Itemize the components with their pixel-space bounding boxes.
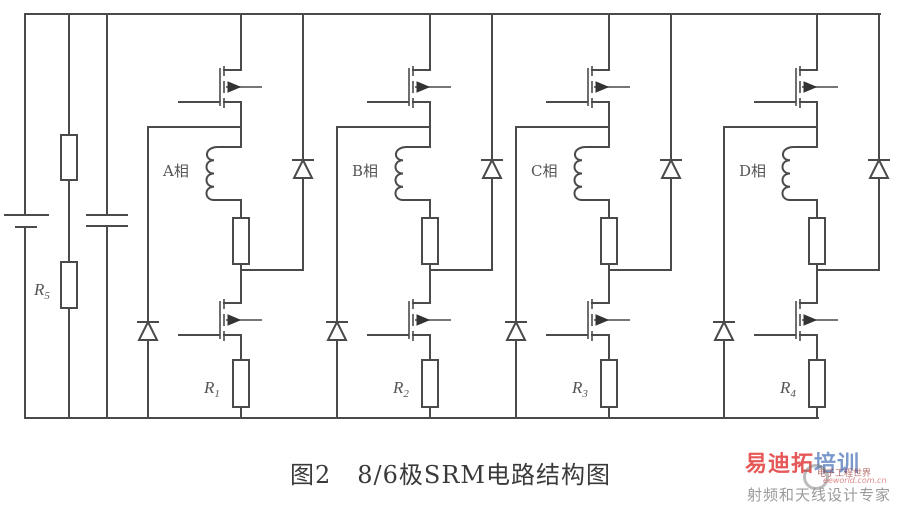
phase-winding-b <box>394 138 431 201</box>
phase-leg-c: C相 R3 <box>505 13 682 419</box>
phase-label-a: A相 <box>162 162 189 180</box>
upper-mosfet-c <box>546 66 630 108</box>
lower-freewheel-diode-c <box>505 319 527 341</box>
watermark-url: eeworld.com.cn <box>823 476 887 485</box>
watermark-logo-icon <box>803 464 829 490</box>
phase-winding-d <box>781 138 818 201</box>
upper-freewheel-diode-a <box>292 157 314 179</box>
phase-label-c: C相 <box>531 162 557 180</box>
winding-resistance-d <box>808 217 826 265</box>
battery <box>4 13 49 419</box>
mosfet-arrow-icon <box>227 314 242 326</box>
phase-winding-a <box>205 138 242 201</box>
mosfet-arrow-icon <box>227 81 242 93</box>
phase-winding-c <box>573 138 610 201</box>
figure-title: 8/6极SRM电路结构图 <box>357 461 611 489</box>
phase-label-d: D相 <box>739 162 766 180</box>
lower-mosfet-d <box>754 299 838 341</box>
figure-number: 图2 <box>290 461 332 489</box>
upper-mosfet-d <box>754 66 838 108</box>
mosfet-arrow-icon <box>803 81 818 93</box>
upper-freewheel-diode-c <box>660 157 682 179</box>
phase-leg-b: B相 R2 <box>326 13 503 419</box>
srm-circuit-schematic: R5 A相 R1 B相 R2 C相 R3 D相 R4 <box>4 13 890 419</box>
sense-resistor-d <box>808 359 826 408</box>
upper-freewheel-diode-d <box>868 157 890 179</box>
watermark-site-name: 电子工程世界 <box>817 469 872 479</box>
lower-mosfet-b <box>367 299 451 341</box>
winding-resistance-a <box>232 217 250 265</box>
sense-resistor-c <box>600 359 618 408</box>
mosfet-arrow-icon <box>416 314 431 326</box>
voltage-divider: R5 <box>33 13 78 419</box>
upper-freewheel-diode-b <box>481 157 503 179</box>
dc-link-capacitor <box>86 13 128 419</box>
mosfet-arrow-icon <box>595 314 610 326</box>
figure-caption: 图2 8/6极SRM电路结构图 <box>0 455 901 490</box>
r5-resistor <box>60 261 78 309</box>
lower-freewheel-diode-a <box>137 319 159 341</box>
sense-resistor-b <box>421 359 439 408</box>
lower-freewheel-diode-d <box>713 319 735 341</box>
sense-resistor-label-a: R1 <box>203 378 220 400</box>
winding-resistance-c <box>600 217 618 265</box>
r5-label: R5 <box>33 280 50 302</box>
lower-mosfet-a <box>178 299 262 341</box>
mosfet-arrow-icon <box>416 81 431 93</box>
phase-leg-d: D相 R4 <box>713 13 890 419</box>
watermark: 易迪拓培训 电子工程世界 eeworld.com.cn 射频和天线设计专家 <box>745 446 901 504</box>
phase-label-b: B相 <box>352 162 378 180</box>
lower-mosfet-c <box>546 299 630 341</box>
winding-resistance-b <box>421 217 439 265</box>
mosfet-arrow-icon <box>595 81 610 93</box>
sense-resistor-a <box>232 359 250 408</box>
phase-leg-a: A相 R1 <box>137 13 314 419</box>
mosfet-arrow-icon <box>803 314 818 326</box>
lower-freewheel-diode-b <box>326 319 348 341</box>
sense-resistor-label-d: R4 <box>779 378 796 400</box>
upper-mosfet-a <box>178 66 262 108</box>
upper-mosfet-b <box>367 66 451 108</box>
sense-resistor-label-b: R2 <box>392 378 409 400</box>
divider-upper-resistor <box>60 134 78 181</box>
sense-resistor-label-c: R3 <box>571 378 588 400</box>
watermark-subtitle: 射频和天线设计专家 <box>747 486 892 504</box>
